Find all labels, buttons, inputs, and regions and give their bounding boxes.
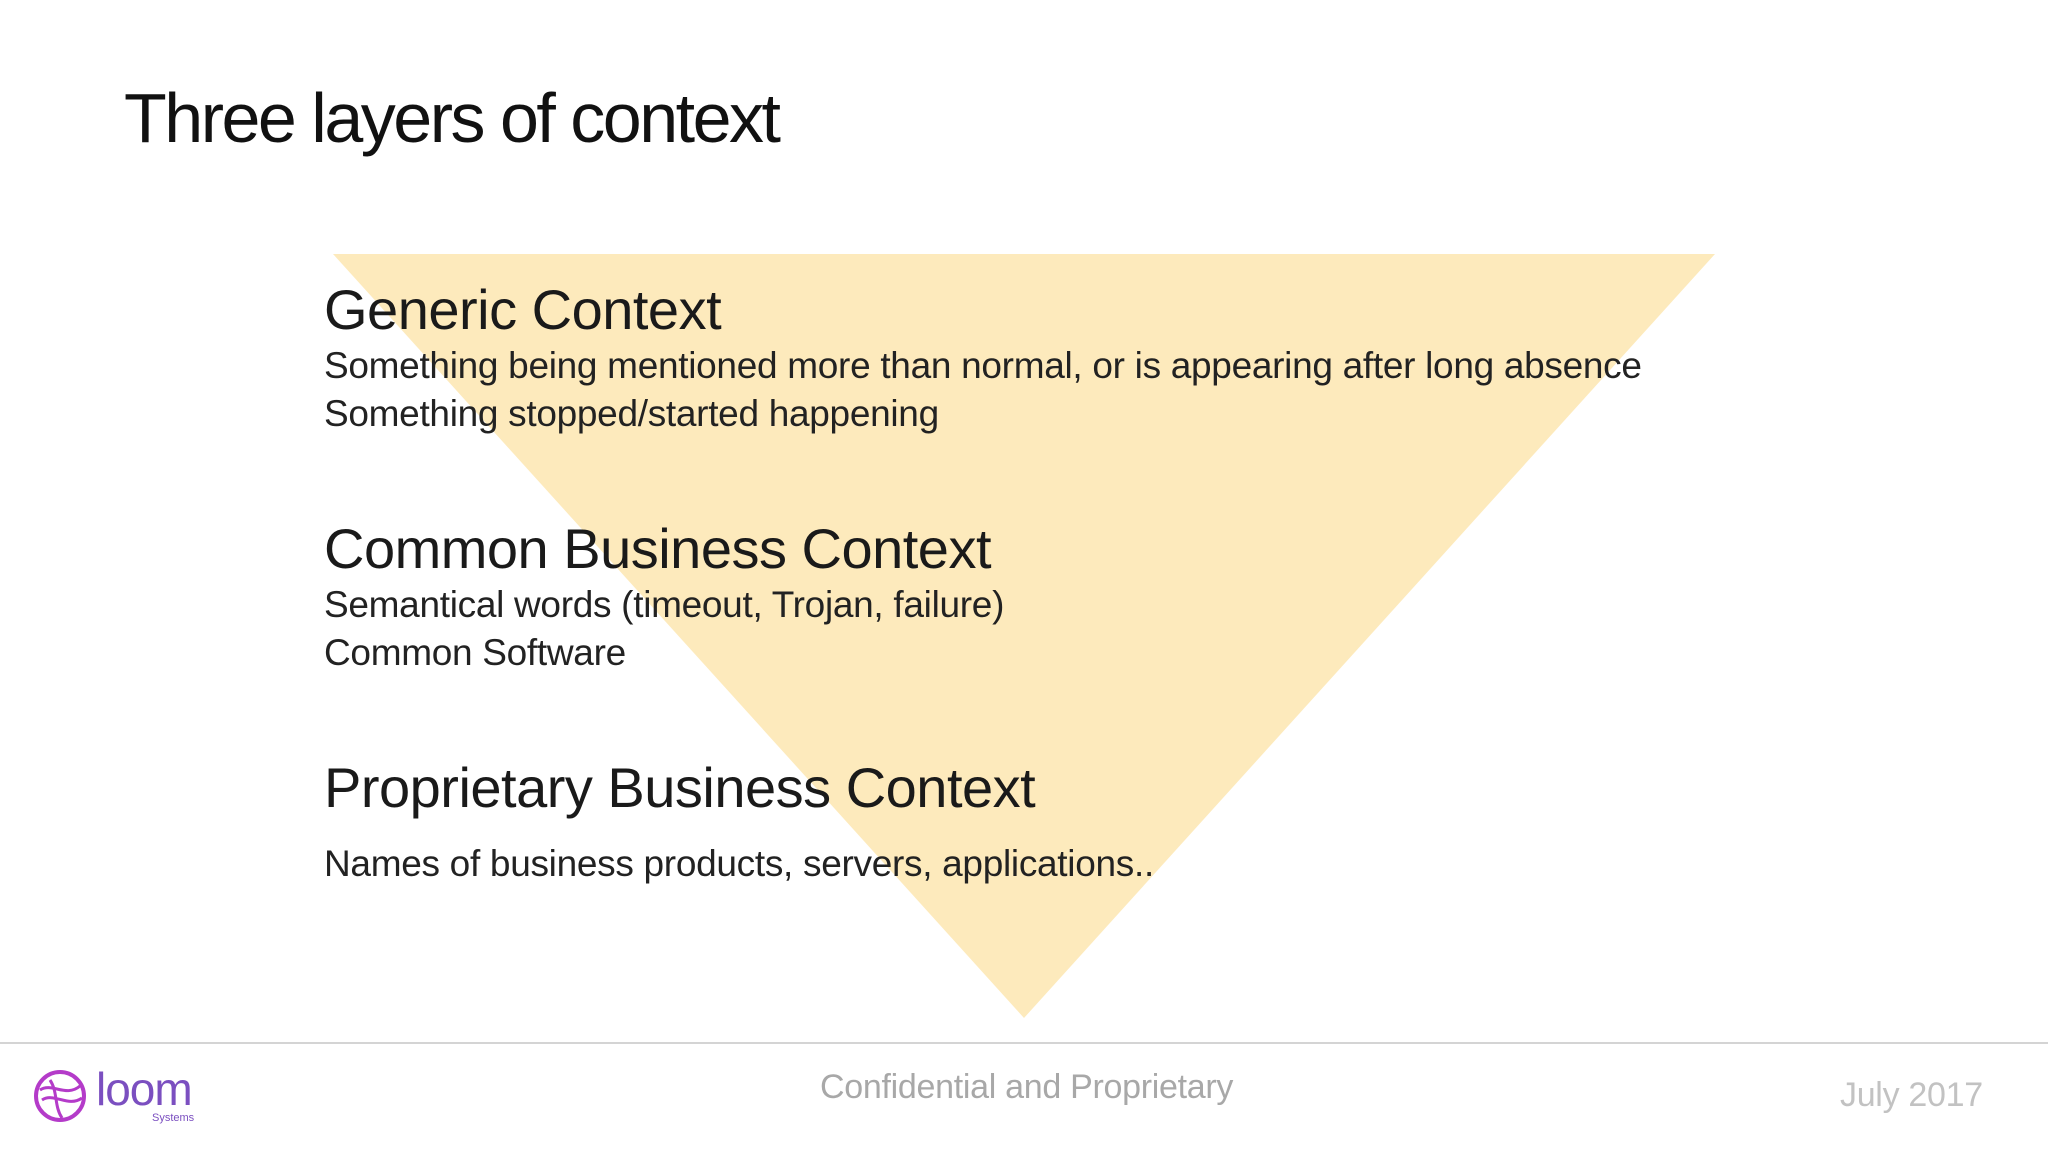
section-line: Common Software xyxy=(324,632,626,674)
loom-globe-icon xyxy=(34,1070,86,1122)
company-logo: loom Systems xyxy=(32,1063,232,1130)
section-line: Something stopped/started happening xyxy=(324,393,939,435)
section-line: Something being mentioned more than norm… xyxy=(324,345,1642,387)
section-line: Semantical words (timeout, Trojan, failu… xyxy=(324,584,1005,626)
section-line: Names of business products, servers, app… xyxy=(324,843,1154,885)
footer-divider xyxy=(0,1042,2048,1044)
section-heading: Proprietary Business Context xyxy=(324,756,1036,819)
section-proprietary-business-context: Proprietary Business Context Names of bu… xyxy=(324,756,1154,888)
slide-title: Three layers of context xyxy=(124,79,781,157)
section-heading: Generic Context xyxy=(324,278,722,341)
slide-date: July 2017 xyxy=(1840,1076,1983,1114)
confidentiality-notice: Confidential and Proprietary xyxy=(820,1068,1234,1106)
triangle-shape xyxy=(333,254,1715,1018)
section-generic-context: Generic Context Something being mentione… xyxy=(324,278,1642,438)
section-heading: Common Business Context xyxy=(324,517,992,580)
section-common-business-context: Common Business Context Semantical words… xyxy=(324,517,1004,677)
logo-subtext: Systems xyxy=(152,1112,195,1124)
logo-wordmark: loom xyxy=(96,1063,193,1115)
